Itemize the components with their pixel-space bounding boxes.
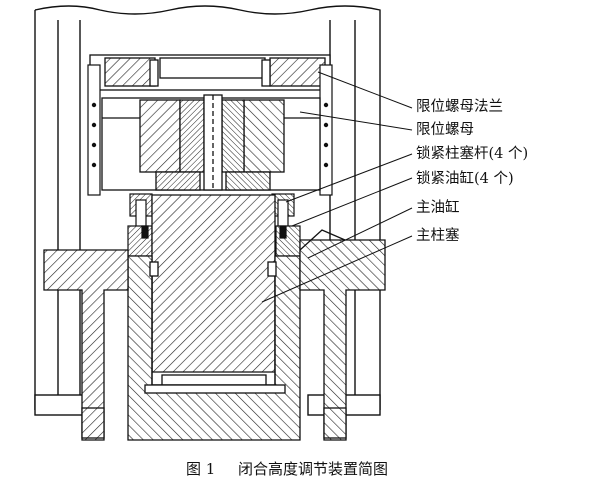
label-main-plunger: 主柱塞	[416, 226, 460, 244]
label-lock-cylinder: 锁紧油缸(4 个)	[416, 169, 514, 187]
leader-lines	[261, 71, 413, 303]
main-cylinder	[127, 255, 301, 441]
label-main-cylinder: 主油缸	[416, 198, 460, 216]
lock-cylinders	[127, 193, 301, 257]
figure-title: 闭合高度调节装置简图	[238, 460, 388, 478]
label-limit-nut-flange: 限位螺母法兰	[416, 98, 503, 115]
main-plunger	[151, 194, 276, 388]
figure-caption: 图 1 闭合高度调节装置简图	[186, 460, 388, 478]
label-limit-nut: 限位螺母	[416, 121, 474, 138]
limit-nut	[101, 94, 321, 191]
press-bed	[43, 229, 386, 441]
side-bolts	[87, 64, 333, 196]
limit-nut-flange	[89, 54, 331, 91]
label-lock-plunger-rod: 锁紧柱塞杆(4 个)	[416, 144, 528, 162]
figure-number: 图 1	[186, 460, 215, 478]
diagram-labels: 限位螺母法兰 限位螺母 锁紧柱塞杆(4 个) 锁紧油缸(4 个) 主油缸 主柱塞	[416, 98, 528, 244]
